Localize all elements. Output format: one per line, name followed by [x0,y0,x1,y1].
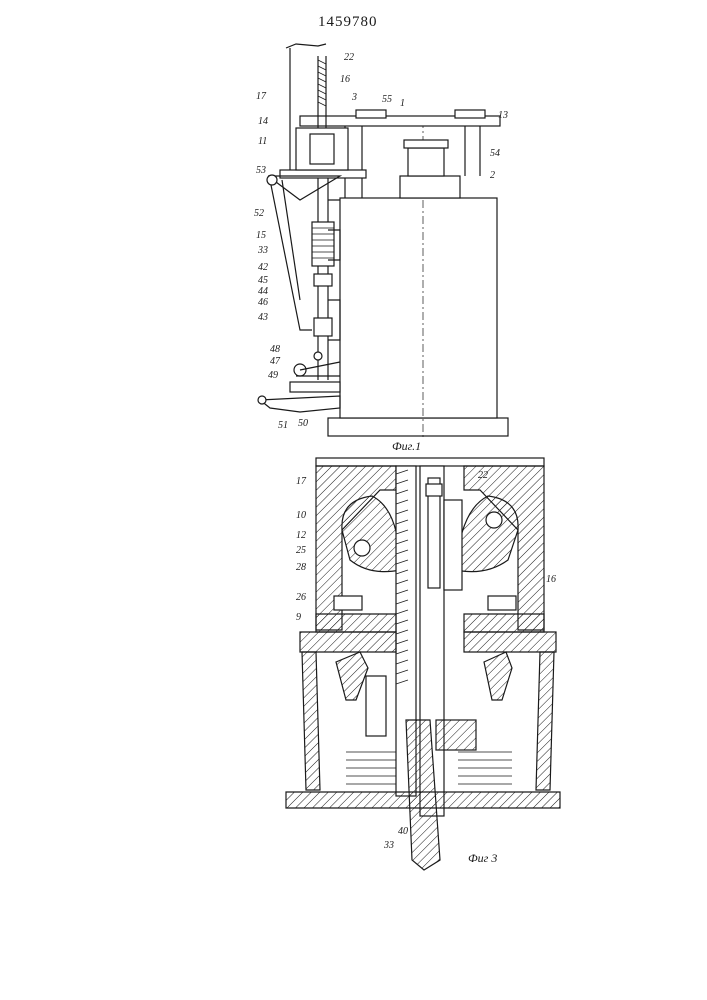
pivot-53 [267,175,277,185]
pawl-pin-left [354,540,370,556]
guide-22 [444,500,462,590]
plate-9-left [316,614,396,632]
lower-flange-left [300,632,396,652]
label-17: 17 [256,91,267,102]
nut-right [488,596,516,610]
pivot-51 [258,396,266,404]
label-52: 52 [254,208,264,219]
top-lever [286,44,326,48]
label-1: 1 [400,98,405,109]
nut-26-left [334,596,362,610]
figure-1-caption: Фиг.1 [392,439,421,453]
label-47: 47 [270,356,281,367]
label-42: 42 [258,262,268,273]
base-plate [328,418,508,436]
lower-pawl-right [484,652,512,700]
label-16: 16 [340,74,350,85]
label-49: 49 [268,370,278,381]
pawl-right [456,496,518,572]
label-9: 9 [296,612,301,623]
figure-3: 17 22 10 12 25 28 16 26 9 40 33 Фиг 3 [286,458,560,870]
top-strip [316,458,544,466]
top-plate-cap [455,110,485,118]
figure-1: 22 16 17 3 55 1 13 14 11 54 53 2 52 15 3… [254,44,508,453]
label-3: 3 [351,92,357,103]
label-12: 12 [296,530,306,541]
label-2: 2 [490,170,495,181]
label-28: 28 [296,562,306,573]
coupling-flange [404,140,448,148]
label-16: 16 [546,574,556,585]
label-54: 54 [490,148,500,159]
lower-pawl-left [336,652,368,700]
nut-45 [314,274,332,286]
mid-plate [280,170,366,178]
lower-block-hatched [436,720,476,750]
lower-wall-right [536,652,554,790]
top-plate-cap-left [356,110,386,118]
label-46: 46 [258,297,268,308]
spring-lower-right [458,752,512,784]
screw-thread [318,60,326,106]
main-housing [340,198,497,418]
label-10: 10 [296,510,306,521]
label-17: 17 [296,476,307,487]
foot-49 [290,382,340,392]
pawl-pin-right [486,512,502,528]
plate-9-right [464,614,544,632]
label-33: 33 [383,840,394,851]
label-48: 48 [270,344,280,355]
bracket-53 [268,176,340,200]
label-25: 25 [296,545,306,556]
label-53: 53 [256,165,266,176]
label-11: 11 [258,136,267,147]
pawl-left-10 [342,496,400,572]
label-22: 22 [344,52,354,63]
label-33: 33 [257,245,268,256]
label-13: 13 [498,110,508,121]
figure-3-caption: Фиг 3 [468,851,497,865]
label-15: 15 [256,230,266,241]
bracket-50 [260,396,340,412]
label-43: 43 [258,312,268,323]
label-22: 22 [478,470,488,481]
coupling-54 [408,148,444,176]
label-14: 14 [258,116,268,127]
spring-lower-left [346,752,396,784]
lever-52 [270,180,312,330]
upper-unit-core [310,134,334,164]
label-44: 44 [258,286,268,297]
lower-wall-left [302,652,320,790]
label-26: 26 [296,592,306,603]
label-50: 50 [298,418,308,429]
pivot-48 [314,352,322,360]
lower-block-left [366,676,386,736]
label-55: 55 [382,94,392,105]
lower-flange-right [464,632,556,652]
label-51: 51 [278,420,288,431]
label-40: 40 [398,826,408,837]
label-45: 45 [258,275,268,286]
coupling-46 [314,318,332,336]
motor-block [400,176,460,198]
nut-top [426,484,442,496]
